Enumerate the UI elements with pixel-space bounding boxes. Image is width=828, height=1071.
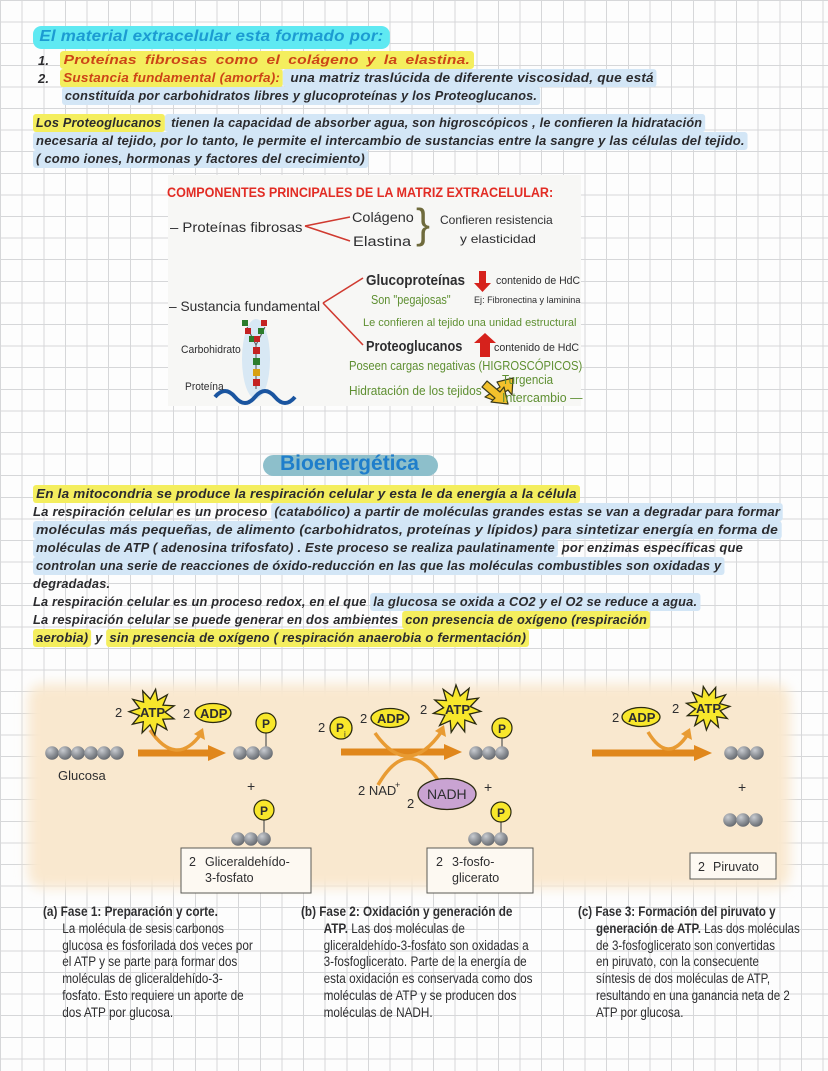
svg-text:2: 2 bbox=[612, 710, 619, 725]
svg-text:ADP: ADP bbox=[200, 706, 228, 721]
svg-text:+: + bbox=[484, 779, 492, 795]
svg-text:ADP: ADP bbox=[628, 710, 656, 725]
svg-text:P: P bbox=[262, 717, 270, 731]
svg-text:2: 2 bbox=[189, 855, 196, 869]
svg-text:Piruvato: Piruvato bbox=[713, 860, 759, 874]
svg-text:i: i bbox=[344, 730, 346, 739]
svg-text:3-fosfato: 3-fosfato bbox=[205, 871, 254, 885]
svg-text:2: 2 bbox=[698, 860, 705, 874]
svg-text:ATP: ATP bbox=[140, 705, 165, 720]
svg-text:2: 2 bbox=[436, 855, 443, 869]
svg-text:glicerato: glicerato bbox=[452, 871, 499, 885]
svg-text:P: P bbox=[497, 806, 505, 820]
svg-text:2: 2 bbox=[672, 701, 679, 716]
svg-text:+: + bbox=[247, 778, 255, 794]
svg-text:2: 2 bbox=[183, 706, 190, 721]
svg-text:Glucosa: Glucosa bbox=[58, 768, 106, 783]
svg-text:P: P bbox=[336, 721, 344, 735]
svg-text:2 NAD: 2 NAD bbox=[358, 783, 396, 798]
svg-text:2: 2 bbox=[115, 705, 122, 720]
svg-text:P: P bbox=[260, 804, 268, 818]
svg-text:+: + bbox=[738, 779, 746, 795]
svg-text:ADP: ADP bbox=[377, 711, 405, 726]
svg-text:3-fosfo-: 3-fosfo- bbox=[452, 855, 494, 869]
svg-text:+: + bbox=[395, 780, 400, 790]
svg-text:NADH: NADH bbox=[427, 786, 467, 802]
svg-text:2: 2 bbox=[360, 711, 367, 726]
svg-text:ATP: ATP bbox=[445, 702, 470, 717]
svg-text:ATP: ATP bbox=[696, 701, 721, 716]
svg-text:2: 2 bbox=[420, 702, 427, 717]
svg-text:2: 2 bbox=[407, 796, 414, 811]
svg-text:P: P bbox=[498, 722, 506, 736]
svg-text:2: 2 bbox=[318, 720, 325, 735]
svg-text:Gliceraldehído-: Gliceraldehído- bbox=[205, 855, 290, 869]
